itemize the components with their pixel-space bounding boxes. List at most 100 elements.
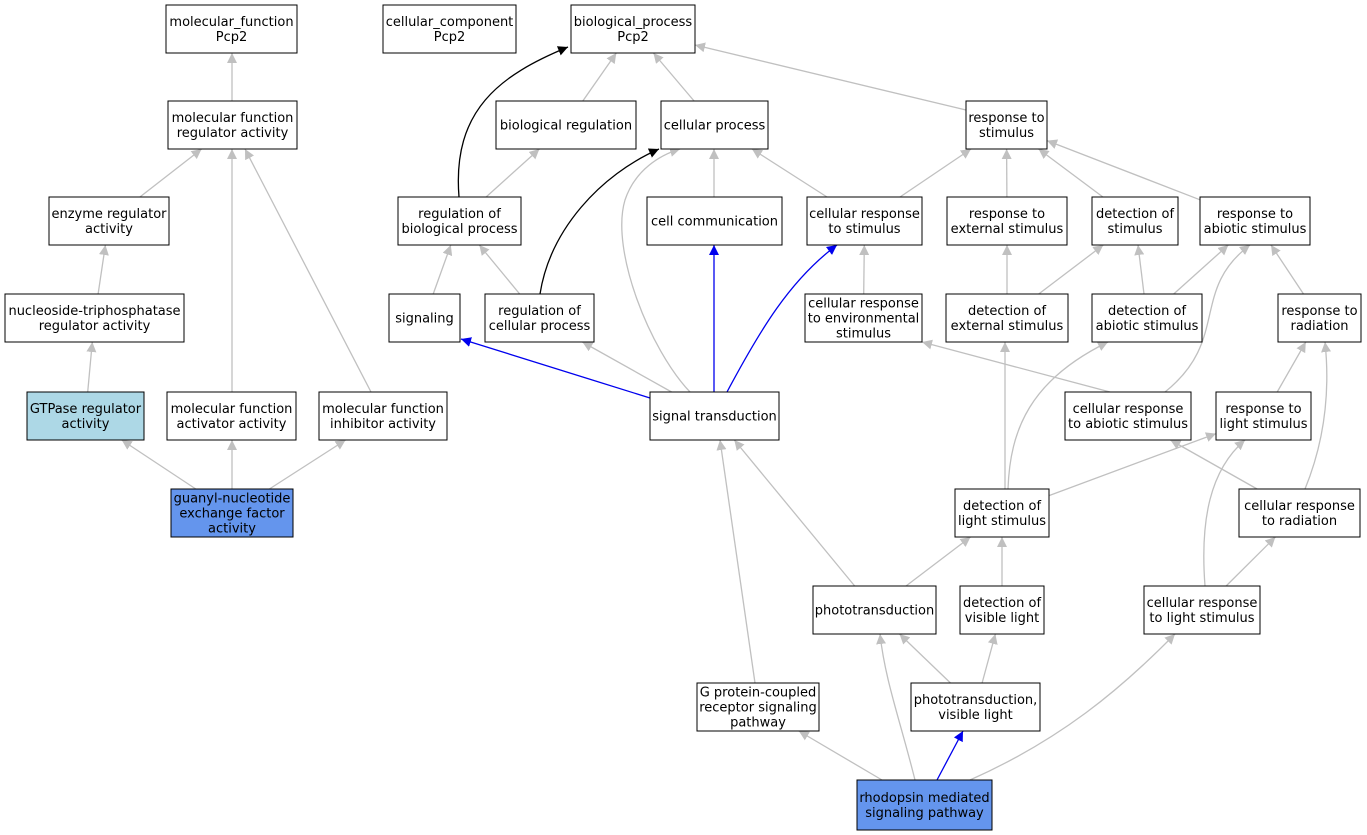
edge-regcell-to-cellproc <box>539 148 660 295</box>
node-label-line: detection of <box>1108 304 1186 319</box>
node-label-line: abiotic stimulus <box>1204 222 1307 237</box>
edge-enzreg-to-mfreg <box>139 148 202 198</box>
edge-detlight-to-detabio <box>1007 341 1109 490</box>
node-box <box>946 196 1068 246</box>
edge-photovis-to-detvis <box>981 633 998 684</box>
edge-cellrespabio-to-cellrespenv <box>921 339 1111 393</box>
node-label-line: regulator activity <box>39 319 151 334</box>
node-box <box>696 682 820 732</box>
node-label-line: detection of <box>963 499 1041 514</box>
node-box <box>397 196 522 246</box>
node-label-line: visible light <box>965 611 1040 626</box>
node-label-line: phototransduction <box>815 604 934 619</box>
node-label-line: to radiation <box>1262 514 1337 529</box>
edge-regbio-to-bioreg <box>485 148 540 198</box>
node-label-line: response to <box>1225 402 1301 417</box>
node-box <box>812 585 937 635</box>
edge-cellresprad-to-cellrespabio <box>1170 439 1258 490</box>
edge-rhod-to-photovis <box>936 730 964 781</box>
node-label-line: response to <box>1217 207 1293 222</box>
node-label-line: light stimulus <box>1220 417 1308 432</box>
node-box <box>959 585 1045 635</box>
node-cellcomm[interactable]: cell communication <box>646 196 783 246</box>
node-label-line: inhibitor activity <box>330 417 436 432</box>
node-box <box>48 196 170 246</box>
node-label-line: biological process <box>401 222 517 237</box>
edge-sigtrans-to-cellresp <box>726 244 838 393</box>
node-label-line: light stimulus <box>958 514 1046 529</box>
node-box <box>1199 196 1311 246</box>
edge-detstim-to-resp <box>1038 148 1104 198</box>
node-box <box>495 100 637 150</box>
edge-phototrans-to-sigtrans <box>733 439 856 587</box>
edge-cellresp-to-resp <box>899 148 972 198</box>
node-label-line: biological_process <box>574 15 693 30</box>
node-label-line: nucleoside-triphosphatase <box>8 304 180 319</box>
node-box <box>1091 196 1179 246</box>
edge-resp-to-bp <box>694 42 967 111</box>
node-label-line: molecular function <box>172 111 294 126</box>
node-box <box>806 196 923 246</box>
edge-cellproc-to-bp <box>652 52 695 102</box>
node-label-line: GTPase regulator <box>30 402 142 417</box>
node-photovis[interactable]: phototransduction,visible light <box>910 682 1041 732</box>
edge-guanyl-to-gtpase <box>121 439 197 490</box>
node-label-line: activity <box>62 417 110 432</box>
edge-rhod-to-cellresplight <box>969 633 1176 781</box>
node-box <box>1277 293 1362 343</box>
node-label-line: stimulus <box>1107 222 1162 237</box>
node-box <box>1143 585 1261 635</box>
edge-resplight-to-resprad <box>1276 341 1307 393</box>
node-cellproc[interactable]: cellular process <box>660 100 769 150</box>
edge-resprad-to-respabio <box>1270 244 1305 295</box>
edge-sigtrans-to-regcell <box>582 341 672 393</box>
edge-cellresplight-to-cellresprad <box>1225 536 1276 587</box>
node-label-line: pathway <box>730 716 786 731</box>
node-label-line: signal transduction <box>652 410 777 425</box>
node-box <box>660 100 769 150</box>
edge-photovis-to-phototrans <box>899 633 951 684</box>
node-box <box>856 779 993 831</box>
node-signaling[interactable]: signaling <box>388 293 461 343</box>
edge-gtpase-to-ntpreg <box>86 341 97 393</box>
node-sigtrans[interactable]: signal transduction <box>649 391 780 441</box>
node-box <box>646 196 783 246</box>
node-box <box>26 391 145 441</box>
edge-signaling-to-regbio <box>432 244 453 295</box>
node-phototrans[interactable]: phototransduction <box>812 585 937 635</box>
node-box <box>570 4 696 54</box>
edge-phototrans-to-detlight <box>905 536 971 587</box>
node-bioreg[interactable]: biological regulation <box>495 100 637 150</box>
